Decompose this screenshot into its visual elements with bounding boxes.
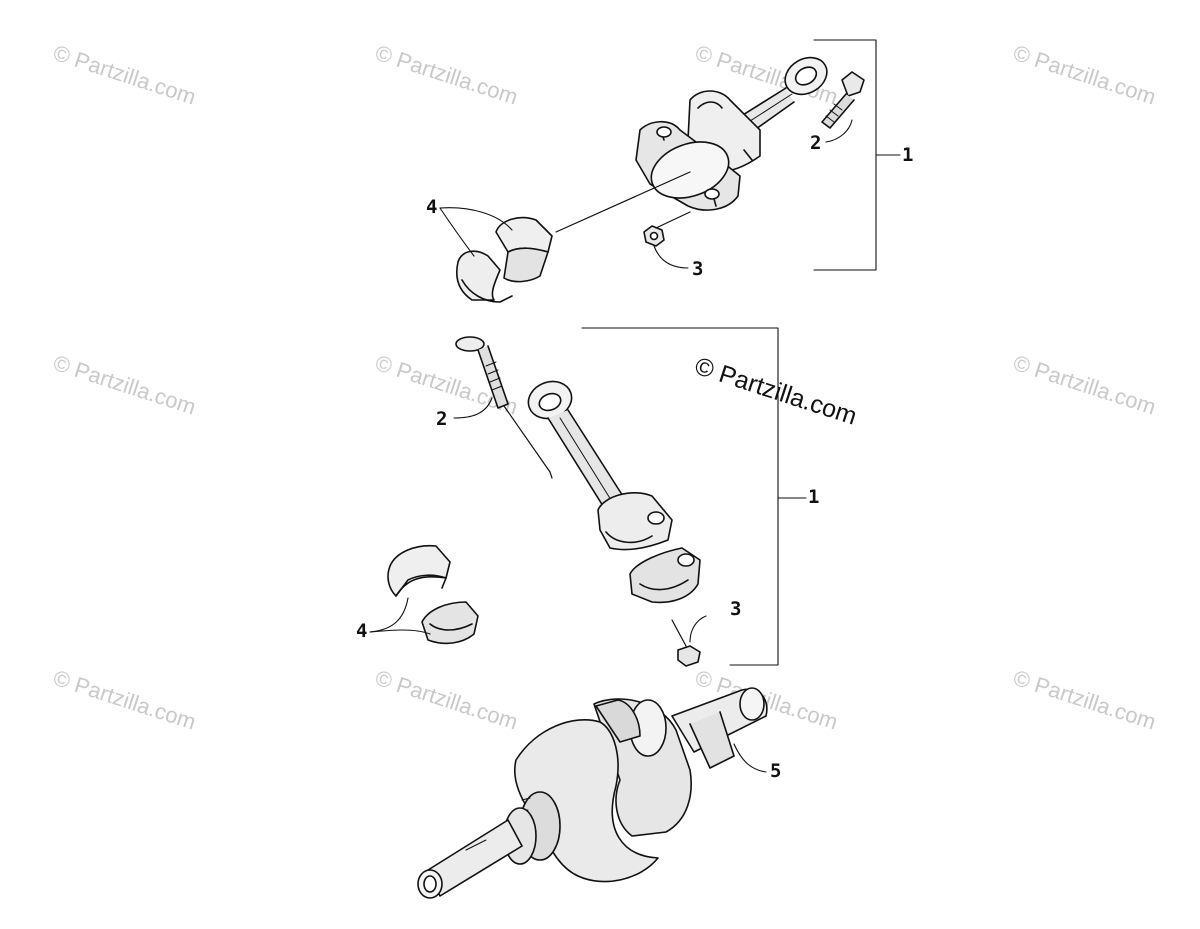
callout-rod-assembly-middle: 1 xyxy=(808,486,820,508)
callout-nut-upper: 3 xyxy=(692,258,704,280)
callout-nut-middle: 3 xyxy=(730,598,742,620)
upper-rod-nut xyxy=(643,211,691,247)
callout-rod-assembly-upper: 1 xyxy=(902,144,914,166)
callout-bearing-upper: 4 xyxy=(426,196,438,218)
upper-connecting-rod xyxy=(635,56,828,211)
middle-rod-bolt xyxy=(455,336,553,479)
callout-bearing-middle: 4 xyxy=(356,620,368,642)
callout-bolt-middle: 2 xyxy=(436,408,448,430)
crankshaft-leader xyxy=(733,743,767,773)
callout-crankshaft: 5 xyxy=(770,760,782,782)
middle-connecting-rod xyxy=(527,380,701,604)
middle-rod-bearing xyxy=(387,544,479,645)
crankshaft-gear xyxy=(503,791,561,865)
crankshaft xyxy=(417,687,768,899)
upper-leaders xyxy=(439,39,901,271)
callout-bolt-upper: 2 xyxy=(810,132,822,154)
middle-rod-nut xyxy=(671,619,701,667)
upper-rod-bearing xyxy=(456,171,691,303)
middle-leaders xyxy=(369,327,807,666)
upper-rod-bolt xyxy=(821,71,865,129)
